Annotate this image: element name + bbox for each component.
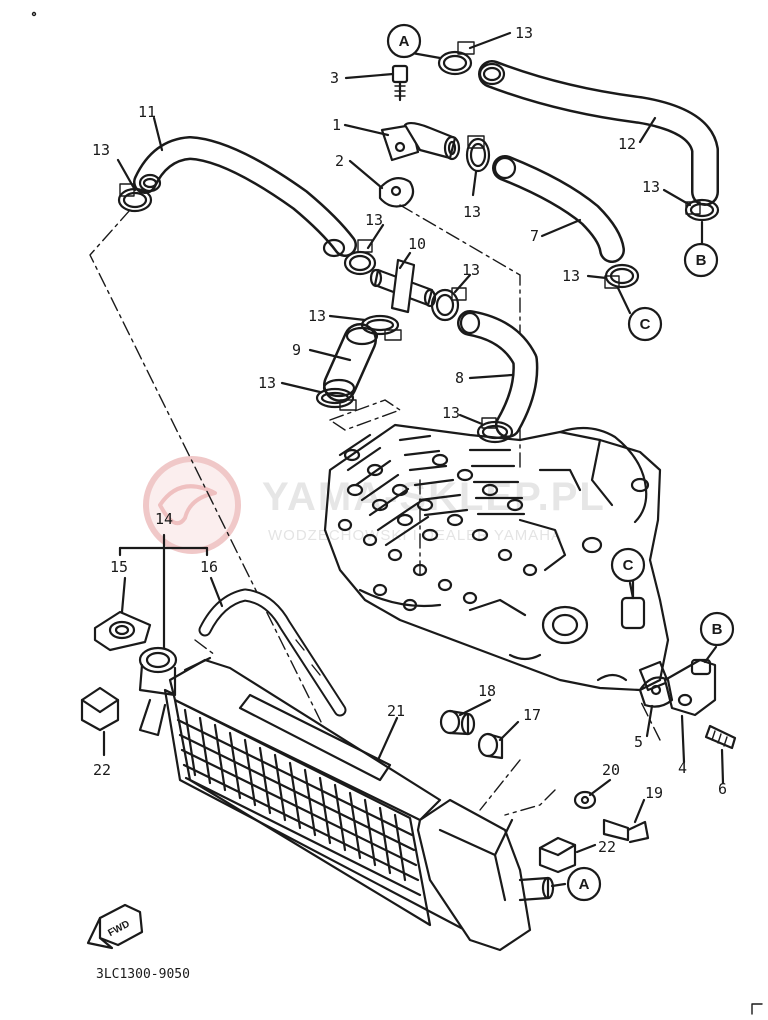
fwd-label: FWD xyxy=(106,919,131,939)
callout-16: 16 xyxy=(200,558,218,576)
bolt-3 xyxy=(391,64,409,102)
radiator xyxy=(80,610,650,952)
callout-21: 21 xyxy=(387,702,405,720)
ref-c-right: C xyxy=(640,316,651,333)
watermark-subtext: WODZECHOWSKI I DEALER YAMAHA xyxy=(268,527,562,544)
callout-13-hose9-bottom: 13 xyxy=(258,374,276,392)
clamps-13 xyxy=(117,41,720,444)
callout-13-hose8: 13 xyxy=(442,404,460,422)
callouts: 1 2 3 4 5 6 7 8 9 10 11 12 13 13 13 13 1… xyxy=(92,24,727,856)
hose-7 xyxy=(492,155,625,263)
callout-20: 20 xyxy=(602,761,620,779)
clamp-joint-left xyxy=(343,239,377,276)
callout-13-hose9-top: 13 xyxy=(308,307,326,325)
callout-13-left: 13 xyxy=(92,141,110,159)
ref-c-engine: C xyxy=(623,557,634,574)
bolt-6 xyxy=(704,724,737,750)
callout-5: 5 xyxy=(634,733,643,751)
callout-4: 4 xyxy=(678,759,687,777)
ref-a-bottom: A xyxy=(579,876,590,893)
ref-b-engine: B xyxy=(712,621,723,638)
gasket-2 xyxy=(378,177,415,208)
callout-2: 2 xyxy=(335,152,344,170)
joint-10 xyxy=(369,258,437,314)
callout-13-fitting: 13 xyxy=(463,203,481,221)
part-code: 3LC1300-9050 xyxy=(96,967,190,982)
hose-11 xyxy=(133,136,357,258)
callout-9: 9 xyxy=(292,341,301,359)
ref-b-right: B xyxy=(696,252,707,269)
callout-3: 3 xyxy=(330,69,339,87)
callout-22-left: 22 xyxy=(93,761,111,779)
clamp-joint-right xyxy=(430,287,467,322)
corner-mark xyxy=(751,1003,763,1015)
ref-a-top: A xyxy=(399,33,410,50)
callout-22-right: 22 xyxy=(598,838,616,856)
hose-9 xyxy=(322,323,379,402)
callout-10: 10 xyxy=(408,235,426,253)
clamp-hose9-top xyxy=(360,314,402,341)
clamp-a-top xyxy=(437,41,475,76)
hose-12 xyxy=(478,60,719,206)
clamp-b xyxy=(684,198,720,222)
callout-12: 12 xyxy=(618,135,636,153)
hose-16 xyxy=(198,588,347,717)
callout-19: 19 xyxy=(645,784,663,802)
leader-lines xyxy=(102,31,725,888)
callout-13-c: 13 xyxy=(562,267,580,285)
callout-11: 11 xyxy=(138,103,156,121)
callout-1: 1 xyxy=(332,116,341,134)
fitting-1 xyxy=(380,121,461,162)
ref-circles: A B C C B A xyxy=(386,23,735,902)
callout-6: 6 xyxy=(718,780,727,798)
callout-7: 7 xyxy=(530,227,539,245)
callout-13-joint-left: 13 xyxy=(365,211,383,229)
scan-dot xyxy=(31,11,37,17)
callout-13-joint-right: 13 xyxy=(462,261,480,279)
callout-17: 17 xyxy=(523,706,541,724)
callout-18: 18 xyxy=(478,682,496,700)
clamp-hose9-bottom xyxy=(315,387,357,411)
callout-13-b: 13 xyxy=(642,178,660,196)
clamp-fitting xyxy=(465,135,491,173)
callout-13-top: 13 xyxy=(515,24,533,42)
callout-8: 8 xyxy=(455,369,464,387)
outlet-housing-4 xyxy=(663,658,717,717)
clamp-hose8-bottom xyxy=(476,417,514,444)
engine-block xyxy=(323,423,670,692)
fwd-arrow: FWD xyxy=(86,903,144,950)
callout-15: 15 xyxy=(110,558,128,576)
clamp-c xyxy=(604,263,640,289)
hose-8 xyxy=(457,310,539,438)
callout-14: 14 xyxy=(155,510,173,528)
